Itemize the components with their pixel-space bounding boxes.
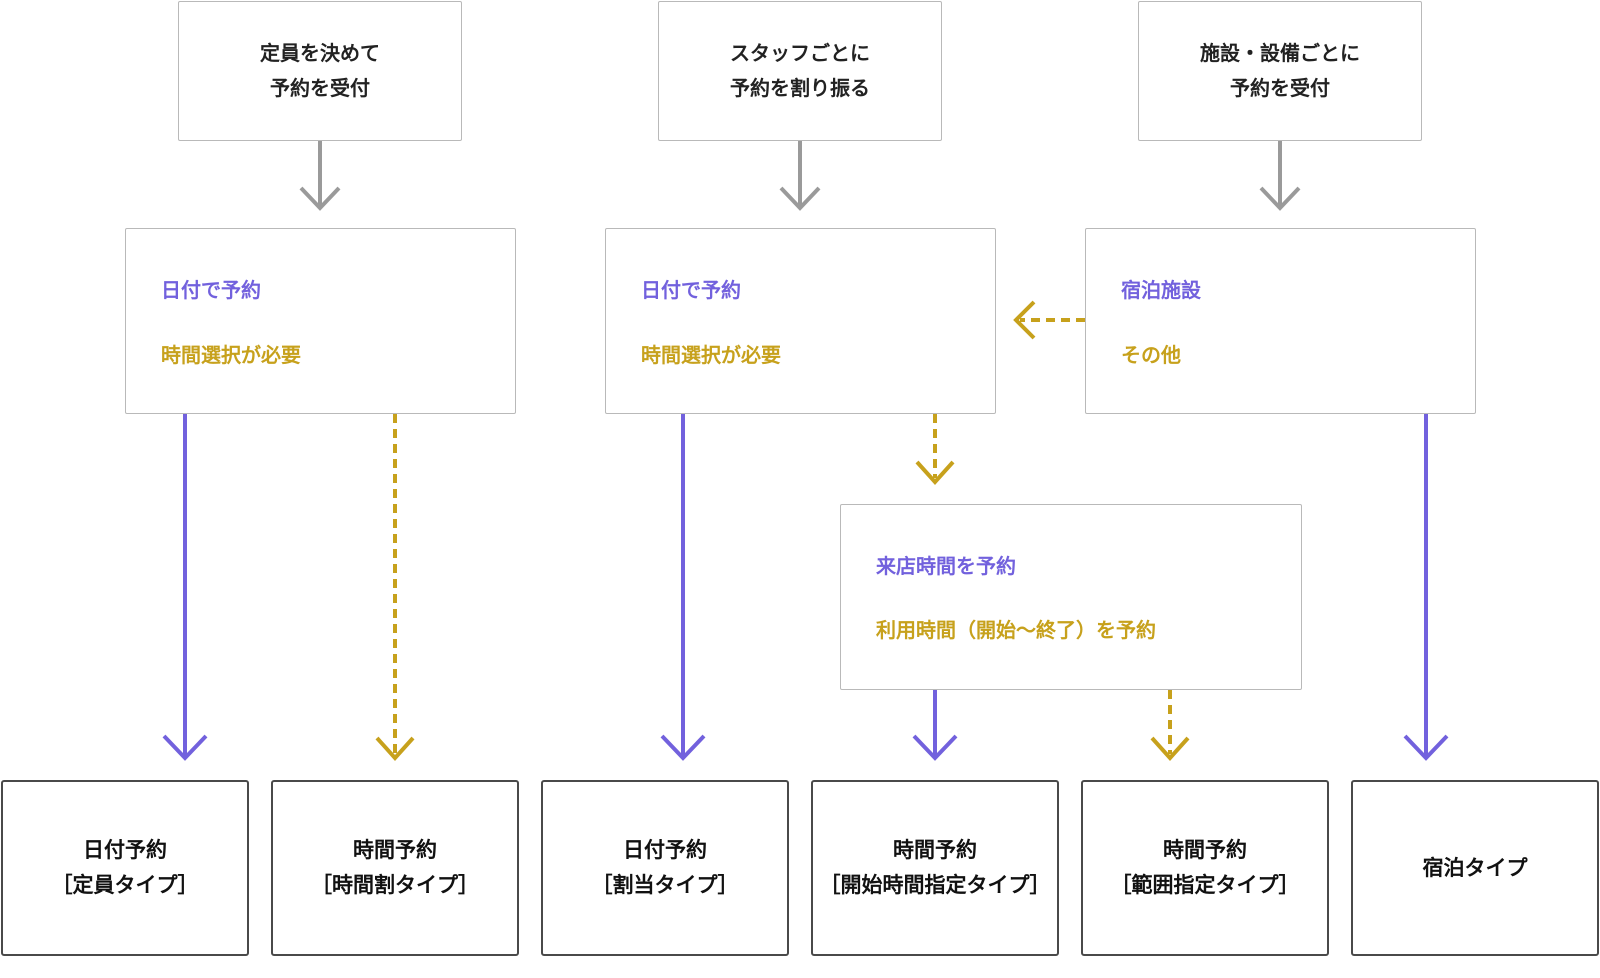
decision-solid-label: 日付で予約 <box>161 278 261 302</box>
gray-arrowhead-1 <box>299 186 341 211</box>
decision-dashed-label: 利用時間（開始〜終了）を予約 <box>876 618 1156 642</box>
decision-dashed-label: 時間選択が必要 <box>161 343 301 367</box>
result-line: 日付予約 <box>83 838 167 862</box>
result-line: 宿泊タイプ <box>1422 855 1528 880</box>
start-box-line: 予約を受付 <box>1230 76 1330 100</box>
decision-solid-label: 来店時間を予約 <box>876 554 1016 578</box>
result-line: ［開始時間指定タイプ］ <box>819 873 1051 897</box>
result-line: 時間予約 <box>1163 838 1247 862</box>
decision-solid-label: 日付で予約 <box>641 278 741 302</box>
gray-arrowhead-2 <box>779 186 821 211</box>
start-box-line: 定員を決めて <box>260 41 380 65</box>
purple-flow-lines <box>162 414 1449 761</box>
result-line: 時間予約 <box>353 838 437 862</box>
start-box-line: 施設・設備ごとに <box>1200 41 1360 65</box>
decision-box-3: 宿泊施設 その他 <box>1085 228 1476 414</box>
start-box-line: 予約を受付 <box>270 76 370 100</box>
decision-box-1: 日付で予約 時間選択が必要 <box>125 228 516 414</box>
result-line: ［割当タイプ］ <box>591 873 739 897</box>
decision-dashed-label: その他 <box>1121 343 1181 367</box>
decision-box-4: 来店時間を予約 利用時間（開始〜終了）を予約 <box>840 504 1302 690</box>
start-box-line: 予約を割り振る <box>730 76 870 100</box>
gold-flow-lines <box>375 300 1190 761</box>
result-line: ［時間割タイプ］ <box>311 873 479 897</box>
start-box-line: スタッフごとに <box>730 41 870 65</box>
result-box-range-type: 時間予約 ［範囲指定タイプ］ <box>1081 780 1329 956</box>
gray-arrowhead-3 <box>1259 186 1301 211</box>
result-box-start-time-type: 時間予約 ［開始時間指定タイプ］ <box>811 780 1059 956</box>
decision-dashed-label: 時間選択が必要 <box>641 343 781 367</box>
result-line: 日付予約 <box>623 838 707 862</box>
result-box-timetable-type: 時間予約 ［時間割タイプ］ <box>271 780 519 956</box>
start-box-capacity: 定員を決めて 予約を受付 <box>178 1 462 141</box>
decision-solid-label: 宿泊施設 <box>1121 278 1201 302</box>
result-box-capacity-type: 日付予約 ［定員タイプ］ <box>1 780 249 956</box>
result-line: ［定員タイプ］ <box>51 873 199 897</box>
result-line: 時間予約 <box>893 838 977 862</box>
result-box-assignment-type: 日付予約 ［割当タイプ］ <box>541 780 789 956</box>
result-box-lodging-type: 宿泊タイプ <box>1351 780 1599 956</box>
start-box-facility: 施設・設備ごとに 予約を受付 <box>1138 1 1422 141</box>
decision-box-2: 日付で予約 時間選択が必要 <box>605 228 996 414</box>
start-box-staff: スタッフごとに 予約を割り振る <box>658 1 942 141</box>
result-line: ［範囲指定タイプ］ <box>1110 873 1300 897</box>
gray-arrows <box>299 140 1301 211</box>
